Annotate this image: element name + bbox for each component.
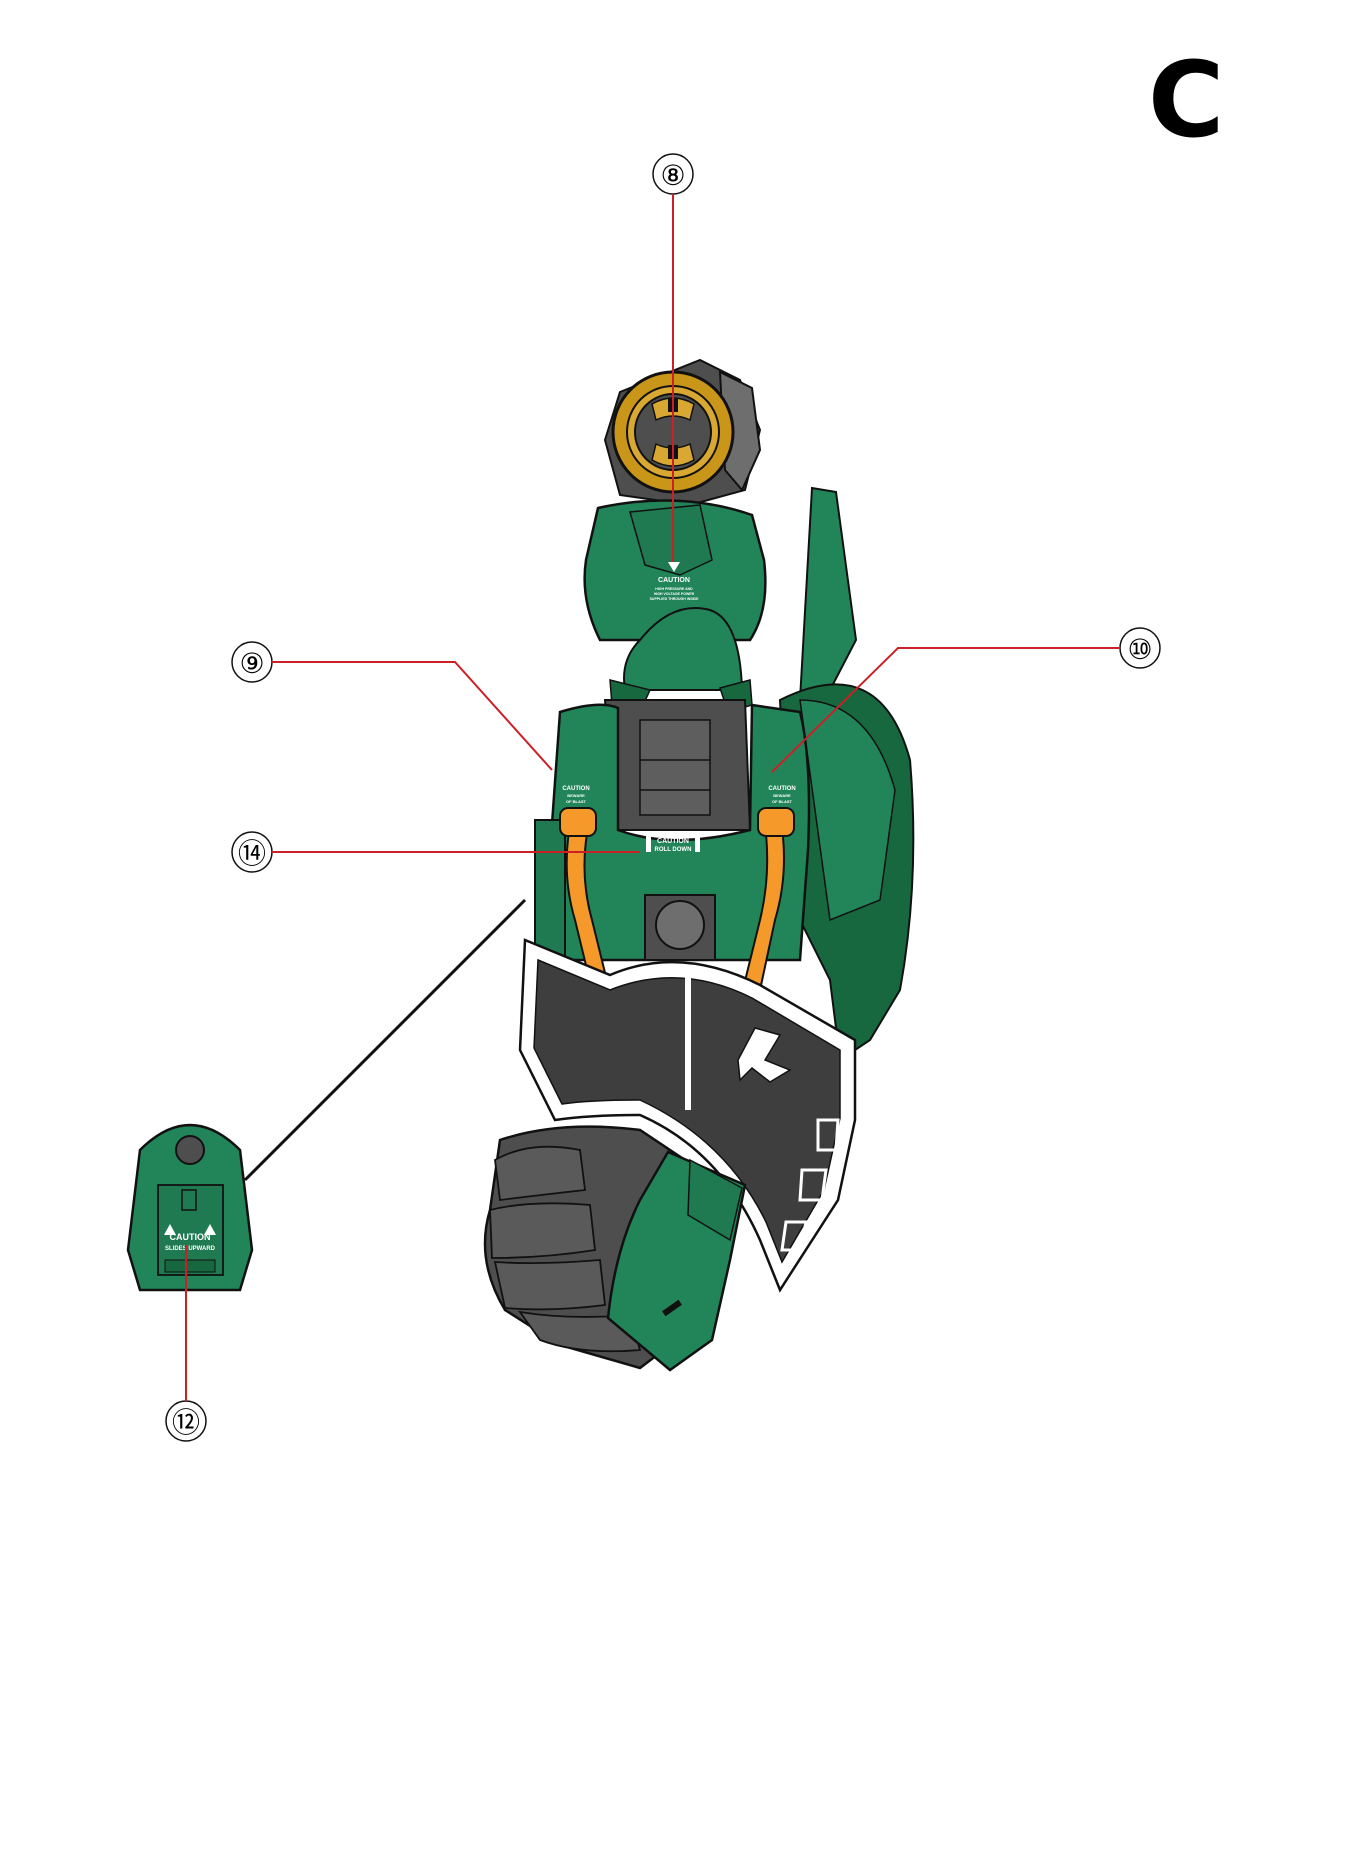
- fist: [483, 1125, 747, 1372]
- blast-right-title: CAUTION: [768, 786, 795, 792]
- blast-left-title: CAUTION: [562, 786, 589, 792]
- detail-part: CAUTION SLIDES UPWARD: [126, 1123, 254, 1292]
- blast-right-line-2: OF BLAST: [772, 799, 793, 804]
- upper-arm-armor: CAUTION HIGH PRESSURE AND HIGH VOLTAGE P…: [583, 499, 767, 713]
- rolldown-decal-line: ROLL DOWN: [655, 847, 692, 853]
- elbow-frame: [603, 699, 752, 831]
- rolldown-decal-title: CAUTION: [657, 838, 689, 845]
- blast-left-line-1: BEWARE: [567, 793, 585, 798]
- callout-12: ⑫: [165, 1245, 207, 1442]
- callout-9: ⑨: [231, 641, 553, 771]
- callout-9-label: ⑨: [239, 647, 264, 680]
- shoulder-joint: [603, 358, 762, 507]
- callout-12-label: ⑫: [172, 1406, 200, 1439]
- slides-decal-title: CAUTION: [170, 1232, 211, 1242]
- callout-14: ⑭: [231, 831, 640, 873]
- blast-left-line-2: OF BLAST: [566, 799, 587, 804]
- callout-10: ⑩: [771, 627, 1161, 773]
- shoulder-decal-line-1: HIGH PRESSURE AND: [655, 587, 693, 591]
- callout-14-label: ⑭: [238, 837, 266, 870]
- forearm-fin: [778, 486, 915, 1062]
- shoulder-decal-line-3: SUPPLIED THROUGH INSIDE: [650, 597, 699, 601]
- slides-decal-line: SLIDES UPWARD: [165, 1246, 216, 1252]
- blast-right-line-1: BEWARE: [773, 793, 791, 798]
- callout-8: ⑧: [652, 153, 694, 562]
- shoulder-decal-title: CAUTION: [658, 577, 690, 584]
- step-letter: C: [1148, 39, 1224, 161]
- callout-8-label: ⑧: [660, 159, 685, 192]
- forearm-armor: CAUTION BEWARE OF BLAST CAUTION BEWARE O…: [534, 703, 811, 992]
- shoulder-decal-line-2: HIGH VOLTAGE POWER: [654, 592, 695, 596]
- detail-leader-line: [243, 898, 527, 1182]
- wrist-guard: [518, 938, 857, 1293]
- callout-10-label: ⑩: [1127, 633, 1152, 666]
